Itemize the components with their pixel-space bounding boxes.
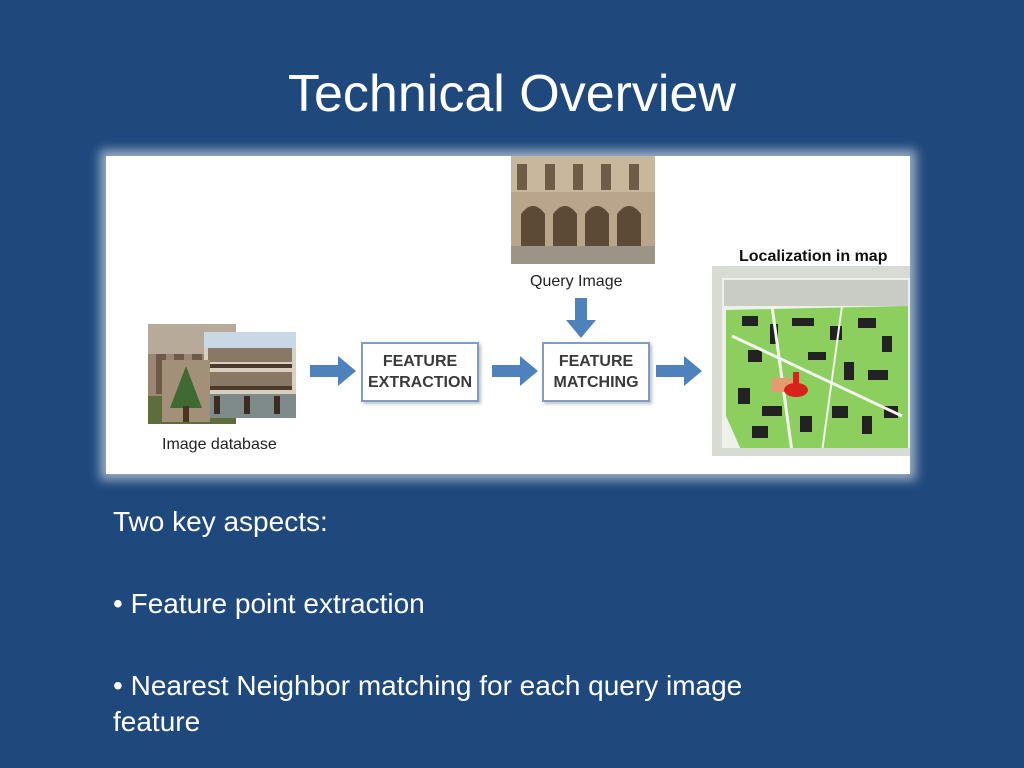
bullet-item-1: • Feature point extraction <box>113 586 873 622</box>
feature-extraction-box: FEATURE EXTRACTION <box>361 342 479 402</box>
feature-matching-box: FEATURE MATCHING <box>542 342 650 402</box>
arrow-down-icon <box>566 298 596 338</box>
database-photo-tree <box>162 360 210 422</box>
feature-matching-label: FEATURE MATCHING <box>553 353 639 391</box>
slide-title: Technical Overview <box>288 65 736 123</box>
image-database-label: Image database <box>162 436 277 453</box>
feature-extraction-label: FEATURE EXTRACTION <box>368 353 472 391</box>
bullet-text: Nearest Neighbor matching for each query… <box>113 670 743 737</box>
bullet-marker: • <box>113 588 123 619</box>
arrow-right-icon <box>656 356 702 386</box>
database-photo-front <box>204 332 296 418</box>
overview-diagram: Image database FEATURE EXTRACTION Query … <box>106 156 910 474</box>
arrow-right-icon <box>492 356 538 386</box>
map-label: Localization in map <box>739 248 888 265</box>
bullet-marker: • <box>113 670 123 701</box>
bullet-item-2: • Nearest Neighbor matching for each que… <box>113 668 833 740</box>
intro-text: Two key aspects: <box>113 506 328 537</box>
arrow-right-icon <box>310 356 356 386</box>
campus-map <box>712 266 910 456</box>
bullet-text: Feature point extraction <box>130 588 425 619</box>
query-image-photo <box>511 156 655 264</box>
query-image-label: Query Image <box>530 273 623 290</box>
